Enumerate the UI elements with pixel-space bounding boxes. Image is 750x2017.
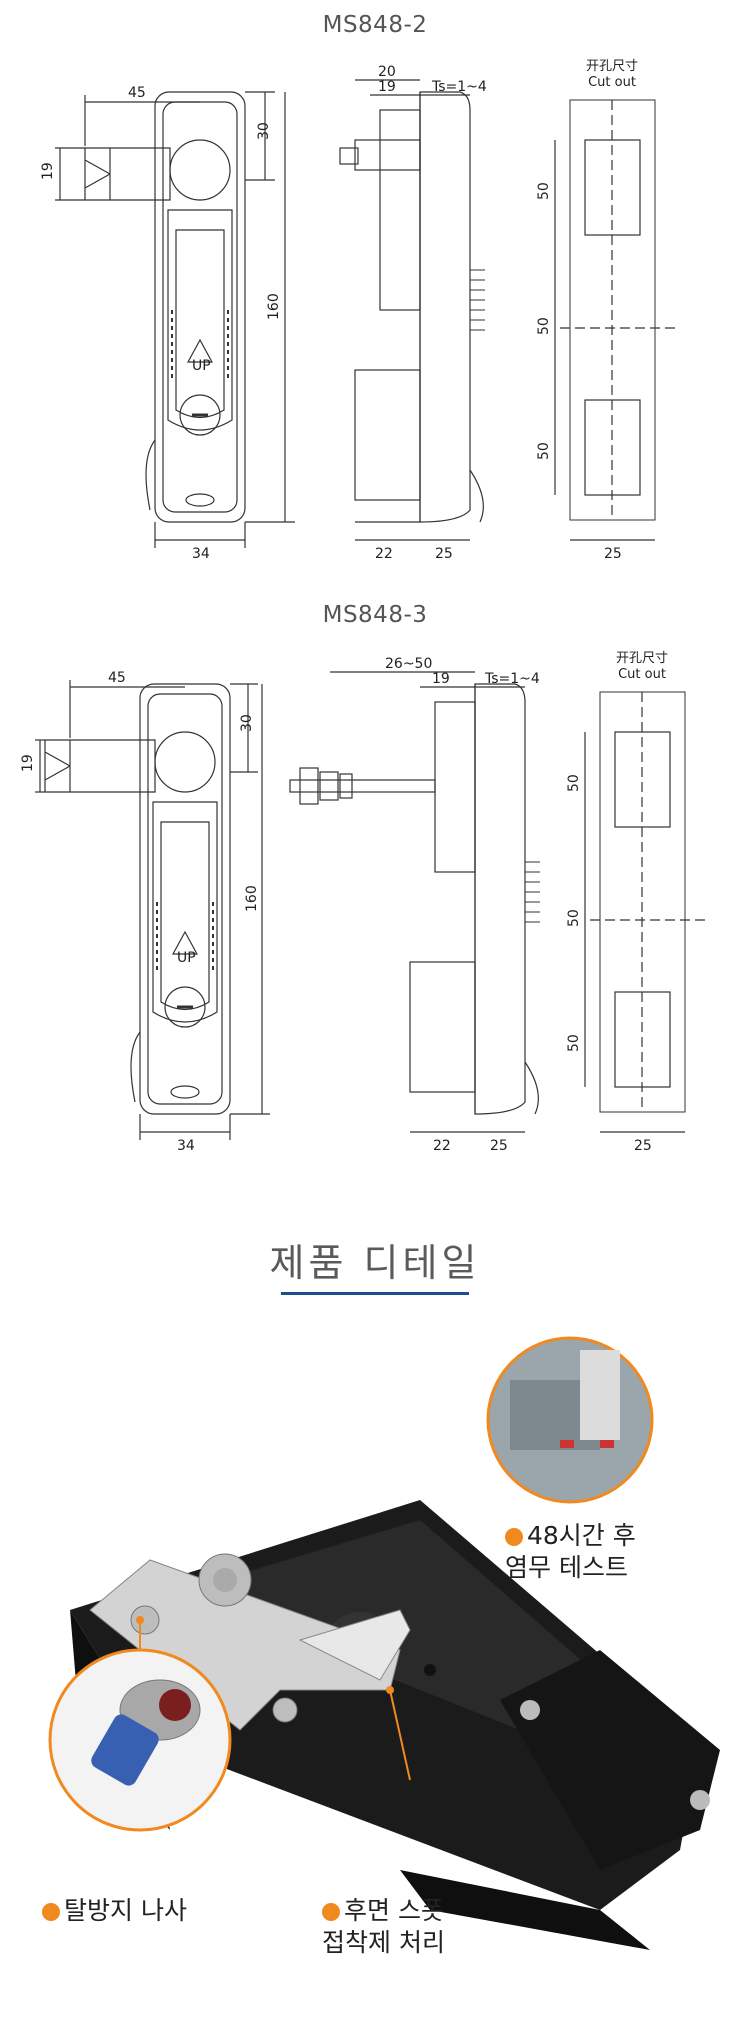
dim-side-d1: 20 — [378, 64, 396, 80]
model-title-2: MS848-3 — [322, 602, 428, 628]
orange-dot-icon — [42, 1903, 60, 1921]
dim-side-d2: 19 — [378, 79, 396, 95]
dim-side-d1: 26~50 — [385, 656, 432, 672]
dim-cutout-h1: 50 — [536, 182, 552, 200]
dim-cutout-h2: 50 — [566, 909, 582, 927]
dim-side-b1: 22 — [375, 546, 393, 562]
dim-cutout-w: 25 — [634, 1138, 652, 1154]
dim-side-b1: 22 — [433, 1138, 451, 1154]
technical-drawing-1: 45 30 19 160 34 UP 20 19 Ts=1~4 22 25 开孔… — [40, 59, 680, 562]
label-sponge-line2: 접착제 처리 — [322, 1928, 445, 1957]
cutout-title-en: Cut out — [588, 75, 636, 90]
orange-dot-icon — [322, 1903, 340, 1921]
dim-front-height-top: 30 — [239, 714, 255, 732]
label-screw-text: 탈방지 나사 — [64, 1896, 187, 1925]
up-marking: UP — [177, 950, 196, 966]
cutout-title-en: Cut out — [618, 667, 666, 682]
dim-front-height-total: 160 — [266, 293, 282, 320]
detail-heading: 제품 디테일 — [269, 1241, 481, 1285]
technical-drawing-2: 45 30 19 160 34 UP 26~50 19 Ts=1~4 22 25… — [20, 651, 710, 1154]
dim-front-height-left: 19 — [40, 162, 56, 180]
dim-front-width-bottom: 34 — [177, 1138, 195, 1154]
label-salt-test: 48시간 후 염무 테스트 — [505, 1520, 636, 1584]
dim-cutout-w: 25 — [604, 546, 622, 562]
cutout-title-cn: 开孔尺寸 — [616, 651, 668, 666]
dim-front-width-bottom: 34 — [192, 546, 210, 562]
dim-cutout-h2: 50 — [536, 317, 552, 335]
dim-cutout-h3: 50 — [566, 1034, 582, 1052]
label-anti-loose-screw: 탈방지 나사 — [42, 1895, 187, 1927]
label-salt-line1: 48시간 후 — [527, 1521, 636, 1550]
dim-front-width-left: 45 — [108, 670, 126, 686]
dim-side-ts: Ts=1~4 — [484, 671, 540, 687]
dim-front-height-left: 19 — [20, 754, 36, 772]
dim-front-height-top: 30 — [256, 122, 272, 140]
label-sponge-line1: 후면 스폿 — [344, 1896, 444, 1925]
orange-dot-icon — [505, 1528, 523, 1546]
dim-side-b2: 25 — [490, 1138, 508, 1154]
dim-side-ts: Ts=1~4 — [431, 79, 487, 95]
cutout-title-cn: 开孔尺寸 — [586, 59, 638, 74]
label-salt-line2: 염무 테스트 — [505, 1553, 628, 1582]
up-marking: UP — [192, 358, 211, 374]
dim-cutout-h1: 50 — [566, 774, 582, 792]
model-title-1: MS848-2 — [322, 12, 428, 38]
dim-cutout-h3: 50 — [536, 442, 552, 460]
dim-front-width-left: 45 — [128, 85, 146, 101]
heading-underline — [281, 1292, 469, 1295]
product-photo — [48, 1336, 720, 1950]
dim-side-d2: 19 — [432, 671, 450, 687]
label-sponge: 후면 스폿 접착제 처리 — [322, 1895, 445, 1959]
dim-front-height-total: 160 — [244, 885, 260, 912]
dim-side-b2: 25 — [435, 546, 453, 562]
